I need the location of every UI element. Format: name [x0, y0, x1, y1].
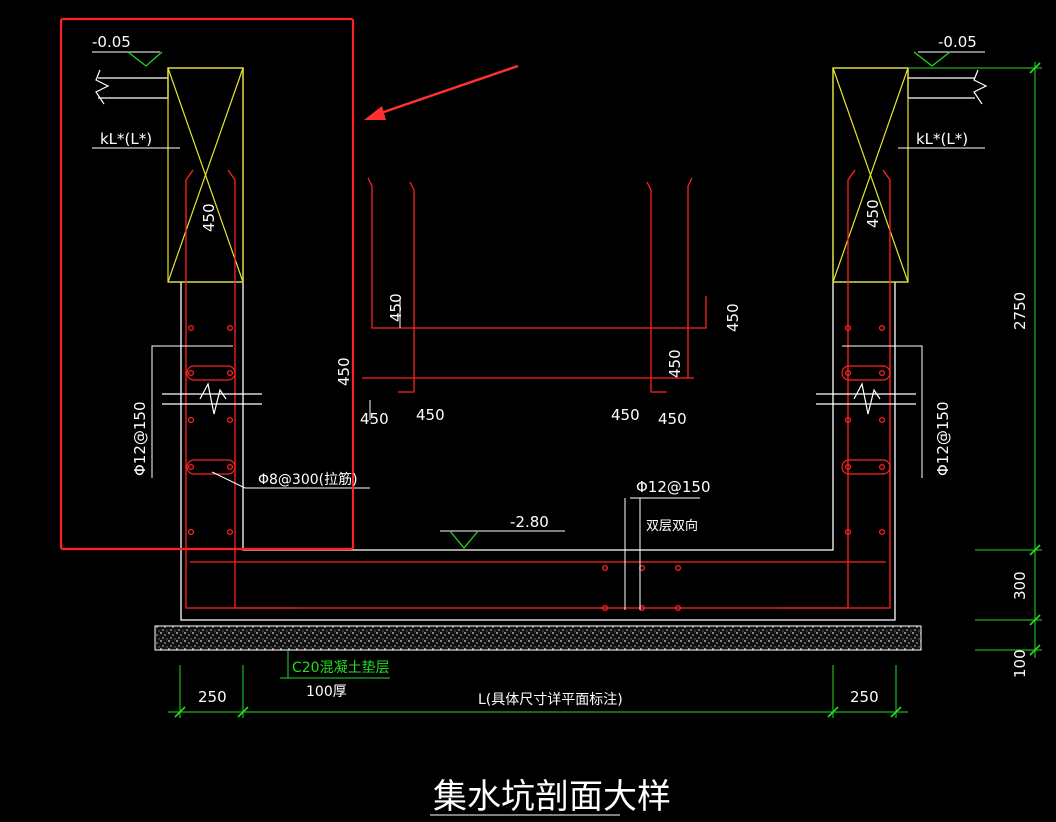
tie-rebar-label: Φ8@300(拉筋)	[258, 471, 358, 488]
tie-hooks-right	[841, 365, 891, 475]
pit-bottom-elevation: -2.80	[510, 513, 549, 531]
left-beam	[167, 67, 244, 283]
anchor-dim-bottom-3: 450	[611, 406, 640, 424]
bottom-rebar-note: 双层双向	[646, 518, 698, 534]
dim-slab: 300	[1011, 571, 1029, 600]
dim-length: L(具体尺寸详平面标注)	[478, 692, 623, 708]
tie-hooks-left	[186, 365, 236, 475]
drawing-title: 集水坑剖面大样	[433, 777, 671, 817]
anchor-dim-right-top-vertical: 450	[724, 303, 742, 332]
right-elevation-label: -0.05	[938, 33, 977, 51]
concrete-outline	[98, 67, 975, 621]
dimension-ticks	[174, 62, 1041, 718]
rebar-dots	[187, 324, 886, 612]
leader-lines	[92, 51, 985, 610]
bottom-rebar-label: Φ12@150	[636, 478, 711, 496]
right-beam-height: 450	[864, 199, 882, 228]
callout-arrow	[364, 64, 519, 120]
anchor-dim-bottom-1: 450	[360, 410, 389, 428]
highlight-box	[59, 17, 355, 551]
dim-cushion: 100	[1011, 649, 1029, 678]
anchor-dim-bottom-2: 450	[416, 406, 445, 424]
right-beam-label: kL*(L*)	[916, 130, 968, 148]
left-elevation-label: -0.05	[92, 33, 131, 51]
left-beam-label: kL*(L*)	[100, 130, 152, 148]
right-wall-rebar-label: Φ12@150	[934, 401, 952, 476]
dim-left-wall: 250	[198, 688, 227, 706]
wall-break-lines	[162, 382, 916, 415]
rebar	[185, 169, 891, 609]
cushion-layer	[154, 625, 922, 651]
elevation-markers	[127, 51, 951, 549]
right-beam	[832, 67, 909, 283]
anchor-dim-left-vertical: 450	[335, 357, 353, 386]
anchor-dim-top-vertical: 450	[387, 293, 405, 322]
left-beam-height: 450	[200, 203, 218, 232]
dim-right-wall: 250	[850, 688, 879, 706]
anchor-dim-right-vertical: 450	[666, 349, 684, 378]
cushion-thickness: 100厚	[306, 684, 347, 700]
dim-depth: 2750	[1011, 292, 1029, 330]
slab-break-symbols	[95, 69, 988, 105]
cushion-label: C20混凝土垫层	[292, 660, 390, 676]
anchor-dim-bottom-4: 450	[658, 410, 687, 428]
dimension-lines	[168, 62, 1042, 718]
left-wall-rebar-label: Φ12@150	[131, 401, 149, 476]
